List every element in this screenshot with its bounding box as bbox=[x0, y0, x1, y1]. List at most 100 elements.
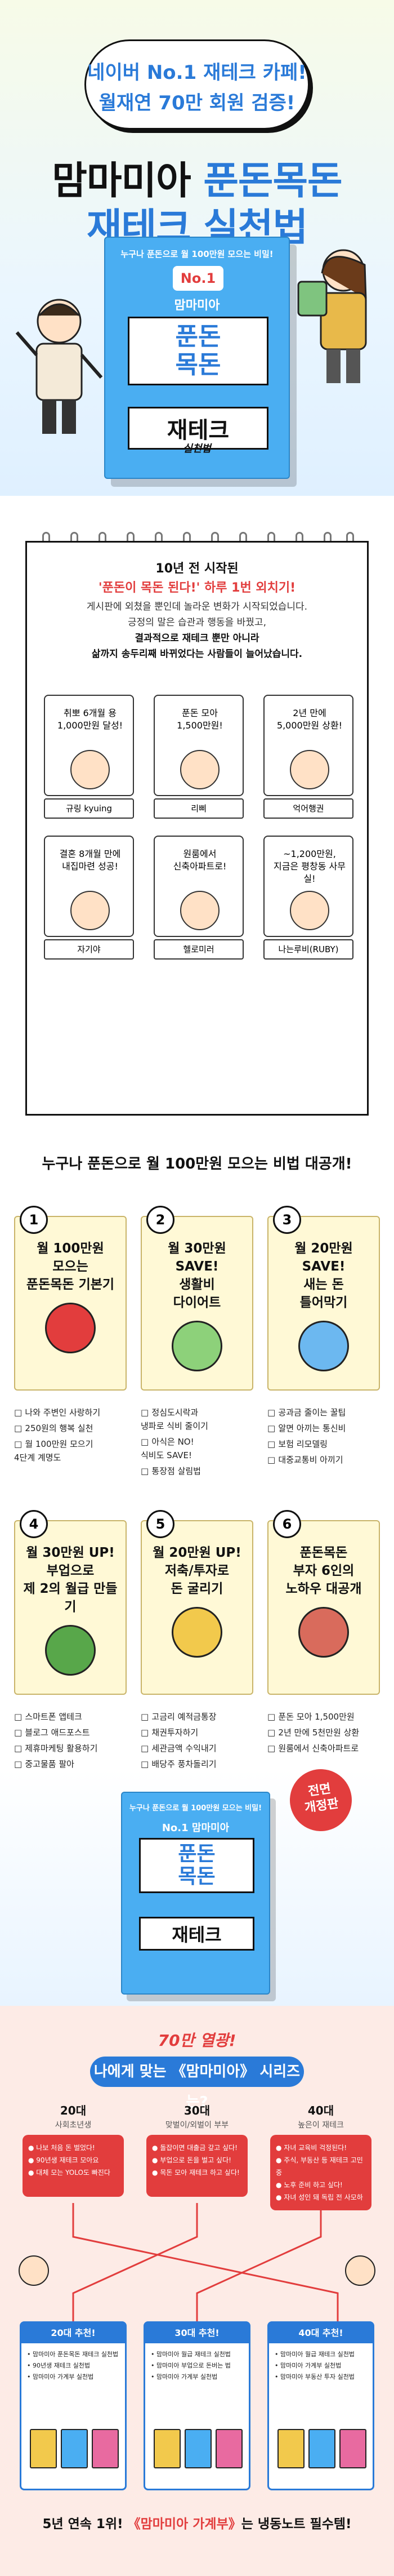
coin-roll-icon bbox=[172, 1607, 222, 1658]
list-item: 맘마미아 부동산 투자 실천법 bbox=[275, 2371, 370, 2383]
testimonial-name: 헬로미러 bbox=[154, 939, 244, 960]
avatar bbox=[70, 750, 110, 789]
revised-edition-stamp: 전면 개정판 bbox=[285, 1765, 356, 1836]
list-item: 원룸에서 신축아파트로 bbox=[267, 1742, 383, 1755]
secret-title: 월 30만원 SAVE! 생활비 다이어트 bbox=[168, 1241, 226, 1310]
avatar bbox=[290, 750, 329, 789]
footer-suffix: 는 냉동노트 필수템! bbox=[241, 2517, 352, 2531]
list-item: 맘마미아 월급 재테크 실천법 bbox=[275, 2349, 370, 2360]
secret-list: 나와 주변인 사랑하기 250원의 행복 실천 월 100만원 모으기 4단계 … bbox=[14, 1406, 129, 1467]
woman-illustration-icon bbox=[297, 249, 367, 383]
hero-section: 네이버 No.1 재테크 카페! 월재연 70만 회원 검증! 맘마미아 푼돈목… bbox=[0, 0, 394, 496]
book-thumbnail-icon bbox=[339, 2429, 366, 2468]
age-column-30s: 30대 맞벌이/외벌이 부부 돌잡이면 대출금 갚고 싶다! 부업으로 돈을 벌… bbox=[146, 2102, 248, 2197]
bubble-line-1: 네이버 No.1 재테크 카페! bbox=[87, 61, 307, 84]
list-item: 나와 주변인 사랑하기 bbox=[14, 1406, 129, 1419]
list-item: 맘마미아 부업으로 돈버는 법 bbox=[151, 2360, 247, 2371]
footer-book-name: 《맘마미아 가계부》 bbox=[127, 2517, 241, 2531]
list-item: 대체 모는 YOLO도 빠진다 bbox=[28, 2166, 118, 2179]
secret-list: 고금리 예적금통장 채권투자하기 세관금액 수익내기 배당주 풍차돌리기 bbox=[141, 1710, 256, 1773]
secret-title: 월 20만원 SAVE! 새는 돈 틀어막기 bbox=[294, 1241, 353, 1310]
book-thumbnails bbox=[30, 2418, 120, 2480]
list-item: 2년 만에 5천만원 상환 bbox=[267, 1726, 383, 1739]
list-item: 맘마미아 가계부 실천법 bbox=[151, 2371, 247, 2383]
testimonial-card: 결혼 8개월 만에 내집마련 성공! 자기야 bbox=[44, 836, 134, 960]
book-brand: 맘마미아 bbox=[174, 299, 220, 313]
book-thumbnail-icon bbox=[185, 2429, 212, 2468]
revised-edition-section: 누구나 푼돈으로 월 100만원 모으는 비밀! No.1 맘마미아 푼돈 목돈… bbox=[0, 1765, 394, 2006]
age-role: 맞벌이/외벌이 부부 bbox=[165, 2121, 229, 2130]
story-body-line-3: 결과적으로 재테크 뿐만 아니라 bbox=[135, 633, 259, 644]
list-item: 블로그 애드포스트 bbox=[14, 1726, 129, 1739]
age-label: 20대 bbox=[60, 2104, 87, 2117]
man-illustration-icon bbox=[15, 299, 103, 434]
book-subtitle-2: 실천법 bbox=[183, 443, 211, 455]
book-subtitle: 재테크 bbox=[128, 407, 268, 450]
avatar bbox=[70, 891, 110, 930]
secrets-title: 누구나 푼돈으로 월 100만원 모으는 비법 대공개! bbox=[42, 1156, 352, 1172]
testimonial-text: 푼돈 모아 1,500만원! bbox=[177, 708, 223, 731]
story-body-line-1: 게시판에 외쳤을 뿐인데 놀라운 변화가 시작되었습니다. bbox=[86, 601, 308, 612]
book-thumbnails bbox=[154, 2418, 244, 2480]
list-item: 정심도시락과 냉파로 식비 줄이기 bbox=[141, 1406, 256, 1433]
testimonial-text: ~1,200만원, 지금은 평창동 사무실! bbox=[274, 849, 346, 884]
secret-number: 4 bbox=[20, 1510, 48, 1538]
book-thumbnail-icon bbox=[154, 2429, 181, 2468]
book-thumbnail-icon bbox=[308, 2429, 335, 2468]
bubble-line-2: 월재연 70만 회원 검증! bbox=[98, 92, 296, 114]
sprout-icon bbox=[172, 1321, 222, 1371]
connector-lines-icon bbox=[19, 2203, 375, 2321]
secret-number: 1 bbox=[20, 1206, 48, 1234]
secret-card: 월 100만원 모으는 푼돈목돈 기본기 1 bbox=[14, 1206, 127, 1392]
series-footer: 5년 연속 1위! 《맘마미아 가계부》는 냉동노트 필수템! bbox=[0, 2502, 394, 2558]
list-item: 맘마미아 월급 재테크 실천법 bbox=[151, 2349, 247, 2360]
book-thumbnail-icon bbox=[92, 2429, 119, 2468]
hero-title-accent: 푼돈목돈 bbox=[203, 159, 342, 203]
story-body-line-4: 삶까지 송두리째 바뀌었다는 사람들이 늘어났습니다. bbox=[91, 649, 303, 660]
secret-number: 2 bbox=[146, 1206, 174, 1234]
secret-list: 푼돈 모아 1,500만원 2년 만에 5천만원 상환 원룸에서 신축아파트로 bbox=[267, 1710, 383, 1757]
recommend-title: 40대 추천! bbox=[269, 2323, 373, 2343]
recommend-title: 20대 추천! bbox=[21, 2323, 125, 2343]
list-item: 중고물품 팔아 bbox=[14, 1757, 129, 1771]
list-item: 통장점 살림법 bbox=[141, 1464, 256, 1478]
list-item: 90년생 재테크 모아요 bbox=[28, 2154, 118, 2166]
testimonial-name: 리삐 bbox=[154, 798, 244, 819]
book-thumbnail-icon bbox=[277, 2429, 305, 2468]
list-item: 목돈 모아 재테크 하고 싶다! bbox=[152, 2166, 242, 2179]
age-label: 40대 bbox=[307, 2104, 334, 2117]
hero-title-line-1: 맘마미아 푼돈목돈 bbox=[0, 149, 394, 205]
secret-number: 3 bbox=[273, 1206, 301, 1234]
secret-card: 월 20만원 SAVE! 새는 돈 틀어막기 3 bbox=[267, 1206, 380, 1392]
list-item: 채권투자하기 bbox=[141, 1726, 256, 1739]
list-item: 대중교통비 아끼기 bbox=[267, 1453, 383, 1467]
list-item: 노후 준비 하고 싶다! bbox=[276, 2179, 366, 2191]
age-column-20s: 20대 사회초년생 나보 처음 돈 벌었다! 90년생 재테크 모아요 대체 모… bbox=[23, 2102, 124, 2197]
revised-book-cover: 누구나 푼돈으로 월 100만원 모으는 비밀! No.1 맘마미아 푼돈 목돈… bbox=[121, 1792, 270, 1995]
secret-title: 월 30만원 UP! 부업으로 제 2의 월급 만들기 bbox=[23, 1545, 118, 1614]
list-item: 스마트폰 앱테크 bbox=[14, 1710, 129, 1724]
secret-list: 정심도시락과 냉파로 식비 줄이기 아식은 NO! 식비도 SAVE! 통장점 … bbox=[141, 1406, 256, 1480]
list-item: 주식, 부동산 등 재테크 고민중 bbox=[276, 2154, 366, 2179]
secret-title: 푼돈목돈 부자 6인의 노하우 대공개 bbox=[285, 1545, 362, 1596]
testimonial-text: 원룸에서 신축아파트로! bbox=[173, 849, 227, 872]
book-thumbnails bbox=[277, 2418, 368, 2480]
age-role: 높은이 재테크 bbox=[298, 2121, 344, 2130]
book-cover: 누구나 푼돈으로 월 100만원 모으는 비밀! No.1 맘마미아 푼돈 목돈… bbox=[104, 237, 290, 479]
list-item: 돌잡이면 대출금 갚고 싶다! bbox=[152, 2142, 242, 2154]
testimonial-name: 억어행권 bbox=[263, 798, 353, 819]
testimonial-text: 2년 만에 5,000만원 상환! bbox=[276, 708, 343, 731]
list-item: 세관금액 수익내기 bbox=[141, 1742, 256, 1755]
testimonial-grid: 취뽀 6개월 용 1,000만원 달성! 규링 kyuing 푼돈 모아 1,5… bbox=[44, 695, 353, 1100]
revised-book-subtitle: 재테크 bbox=[139, 1917, 254, 1951]
testimonial-card: 2년 만에 5,000만원 상환! 억어행권 bbox=[263, 695, 353, 819]
hero-title-prefix: 맘마미아 bbox=[52, 159, 204, 203]
recommend-card-30s: 30대 추천! 맘마미아 월급 재테크 실천법 맘마미아 부업으로 돈버는 법 … bbox=[144, 2321, 250, 2490]
secret-card: 월 30만원 SAVE! 생활비 다이어트 2 bbox=[141, 1206, 253, 1392]
testimonial-name: 규링 kyuing bbox=[44, 798, 134, 819]
testimonial-card: ~1,200만원, 지금은 평창동 사무실! 나는루비(RUBY) bbox=[263, 836, 353, 960]
list-item: 맘마미아 푼돈목돈 재테크 실천법 bbox=[27, 2349, 123, 2360]
testimonial-name: 자기야 bbox=[44, 939, 134, 960]
secret-list: 스마트폰 앱테크 블로그 애드포스트 제휴마케팅 활용하기 중고물품 팔아 bbox=[14, 1710, 129, 1773]
faucet-icon bbox=[298, 1321, 349, 1371]
